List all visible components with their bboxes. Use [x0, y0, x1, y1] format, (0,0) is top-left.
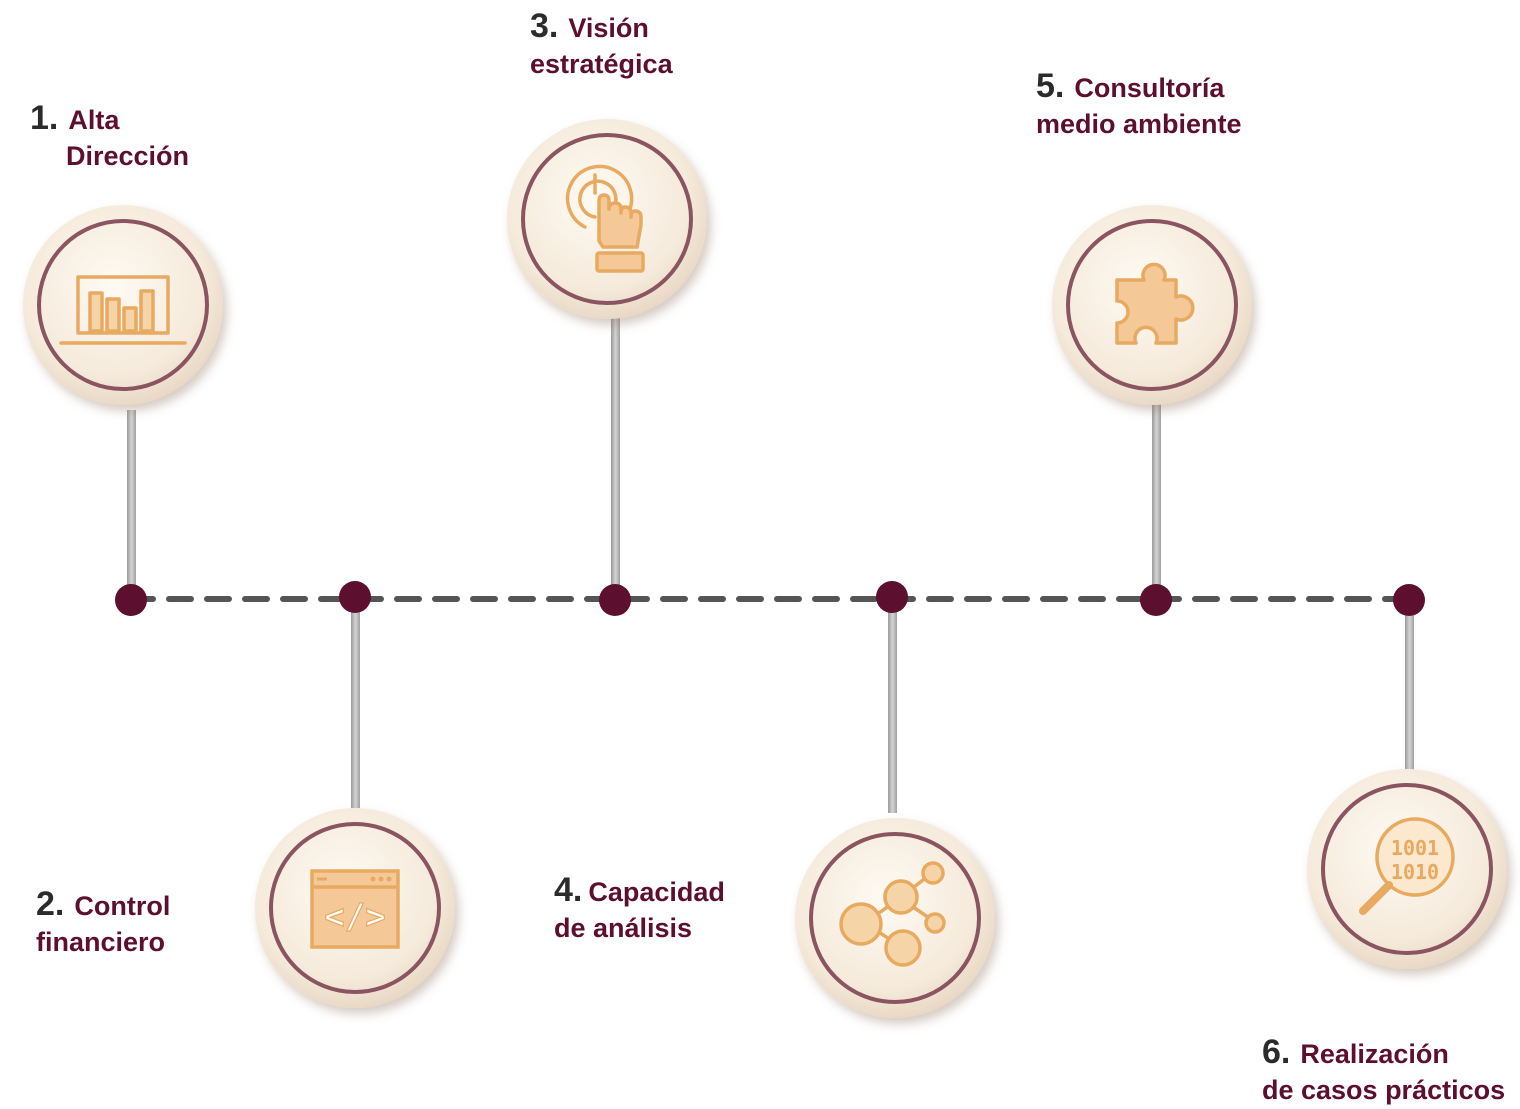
step-label-1: 1. Alta Dirección: [30, 100, 189, 174]
step-disc-6: 1001 1010: [1307, 769, 1507, 969]
code-window-icon: </>: [310, 869, 400, 949]
binary-search-icon: 1001 1010: [1359, 817, 1455, 915]
step-disc-3: [507, 119, 707, 319]
step-number-6: 6.: [1262, 1033, 1291, 1071]
timeline-node-6: [1393, 584, 1425, 616]
step-title-3-line2: estratégica: [530, 49, 673, 79]
step-number-4: 4.: [554, 871, 583, 909]
stem-2: [351, 598, 360, 808]
network-nodes-icon: [839, 861, 946, 967]
bar-chart-icon: [59, 275, 187, 345]
svg-text:1010: 1010: [1391, 860, 1439, 884]
step-label-5: 5. Consultoría medio ambiente: [1036, 68, 1242, 142]
step-number-5: 5.: [1036, 67, 1065, 105]
timeline-node-1: [115, 584, 147, 616]
step-title-1-line2: Dirección: [66, 141, 190, 171]
step-title-4-line1: Capacidad: [588, 877, 725, 907]
puzzle-piece-icon: [1115, 262, 1195, 345]
timeline-node-5: [1140, 584, 1172, 616]
step-label-6: 6. Realización de casos prácticos: [1262, 1034, 1505, 1108]
step-title-3-line1: Visión: [568, 13, 649, 43]
step-title-2-line2: financiero: [36, 927, 166, 957]
step-disc-1: [23, 205, 223, 405]
connector-stems: [127, 310, 1414, 813]
timeline-nodes: [115, 581, 1425, 616]
step-title-6-line2: de casos prácticos: [1262, 1075, 1506, 1105]
stem-4: [888, 598, 897, 813]
svg-text:1001: 1001: [1391, 836, 1439, 860]
step-disc-5: [1052, 205, 1252, 405]
stem-6: [1405, 600, 1414, 770]
step-label-4: 4.Capacidad de análisis: [554, 872, 725, 946]
step-label-3: 3. Visión estratégica: [530, 8, 673, 82]
touch-power-icon: [565, 164, 645, 273]
timeline-node-2: [339, 581, 371, 613]
step-disc-2: </>: [255, 808, 455, 1008]
step-number-2: 2.: [36, 885, 65, 923]
step-title-4-line2: de análisis: [554, 913, 693, 943]
step-title-5-line2: medio ambiente: [1036, 109, 1242, 139]
step-disc-4: [795, 818, 995, 1018]
step-title-2-line1: Control: [74, 891, 171, 921]
svg-text:</>: </>: [324, 897, 385, 937]
timeline-node-4: [876, 581, 908, 613]
step-number-1: 1.: [30, 99, 59, 137]
stem-1: [127, 410, 136, 600]
step-label-2: 2. Control financiero: [36, 886, 170, 960]
step-title-1-line1: Alta: [68, 105, 120, 135]
stem-5: [1152, 400, 1161, 600]
timeline-node-3: [599, 584, 631, 616]
step-title-6-line1: Realización: [1300, 1039, 1449, 1069]
step-number-3: 3.: [530, 7, 559, 45]
step-title-5-line1: Consultoría: [1074, 73, 1225, 103]
stem-3: [611, 310, 620, 600]
